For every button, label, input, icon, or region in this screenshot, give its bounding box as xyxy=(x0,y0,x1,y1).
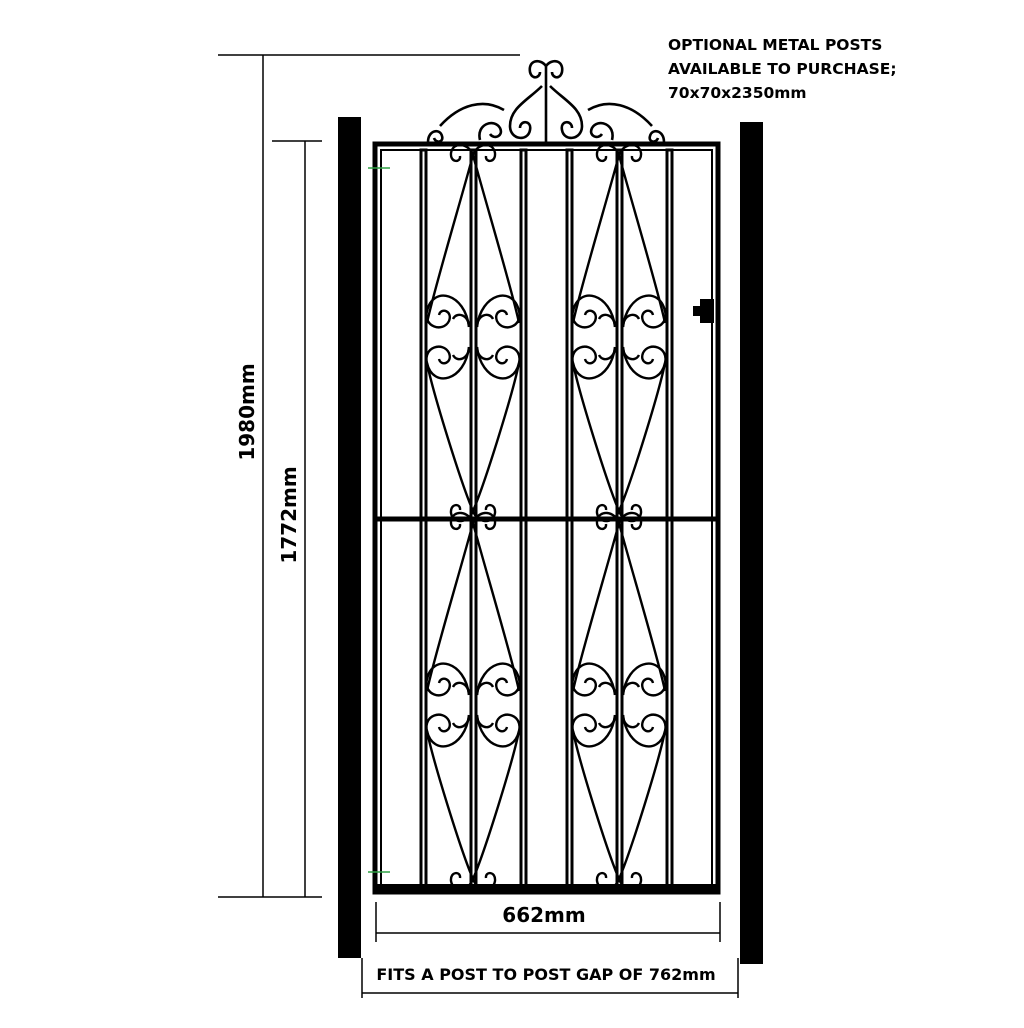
crest-ornament xyxy=(426,59,666,144)
scroll-panel-bottom-left xyxy=(425,511,521,891)
gate-width-label: 662mm xyxy=(502,903,585,927)
left-post xyxy=(338,117,361,958)
latch-icon xyxy=(693,299,714,323)
scroll-panel-top-right xyxy=(571,143,667,523)
note-line-3: 70x70x2350mm xyxy=(668,84,807,102)
overall-height-label: 1980mm xyxy=(235,363,259,460)
optional-posts-note: OPTIONAL METAL POSTS AVAILABLE TO PURCHA… xyxy=(668,33,1008,105)
note-line-2: AVAILABLE TO PURCHASE; xyxy=(668,60,897,78)
post-gap-label: FITS A POST TO POST GAP OF 762mm xyxy=(376,965,715,984)
scroll-panel-top-left xyxy=(425,143,521,523)
note-line-1: OPTIONAL METAL POSTS xyxy=(668,36,883,54)
right-post xyxy=(740,122,763,964)
scroll-panel-bottom-right xyxy=(571,511,667,891)
dimension-lines xyxy=(218,54,739,998)
frame-height-label: 1772mm xyxy=(277,466,301,563)
